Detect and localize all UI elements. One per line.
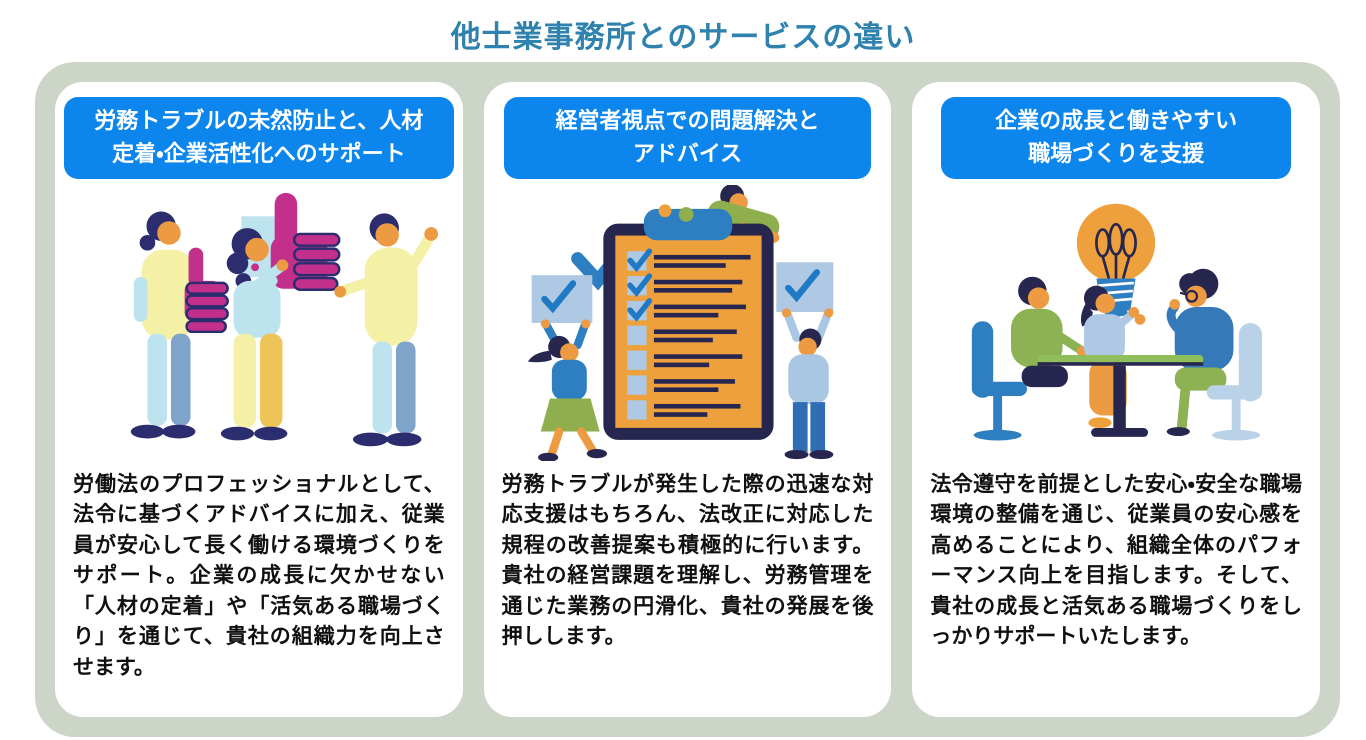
card-3-header-line1: 企業の成長と働きやすい bbox=[995, 109, 1238, 134]
card-2-header-line2: アドバイス bbox=[632, 142, 743, 167]
card-1-header-line2: 定着・企業活性化へのサポート bbox=[112, 142, 406, 167]
card-1-body: 労働法のプロフェッショナルとして、法令に基づくアドバイスに加え、従業員が安心して… bbox=[73, 472, 445, 679]
checklist-review-svg bbox=[527, 185, 833, 461]
thumbs-up-team-illustration bbox=[55, 179, 463, 467]
card-3-header: 企業の成長と働きやすい 職場づくりを支援 bbox=[940, 97, 1292, 179]
card-3-header-line2: 職場づくりを支援 bbox=[1028, 142, 1205, 167]
card-2-body: 労務トラブルが発生した際の迅速な対応支援はもちろん、法改正に対応した規程の改善提… bbox=[501, 472, 874, 649]
card-2-header: 経営者視点での問題解決と アドバイス bbox=[504, 97, 871, 179]
page-title: 他士業事務所とのサービスの違い bbox=[450, 20, 916, 55]
meeting-idea-svg bbox=[971, 203, 1263, 441]
card-1-header-line1: 労務トラブルの未然防止と、人材 bbox=[94, 109, 424, 134]
service-card-workplace-support: 企業の成長と働きやすい 職場づくりを支援 bbox=[912, 82, 1321, 717]
card-1-header: 労務トラブルの未然防止と、人材 定着・企業活性化へのサポート bbox=[64, 97, 454, 179]
checklist-review-illustration bbox=[484, 179, 892, 467]
card-2-header-line1: 経営者視点での問題解決と bbox=[555, 109, 820, 134]
card-3-body: 法令遵守を前提とした安心・安全な職場環境の整備を通じ、従業員の安心感を高めること… bbox=[930, 472, 1303, 649]
thumbs-up-team-svg bbox=[130, 192, 438, 447]
services-comparison-panel: 労務トラブルの未然防止と、人材 定着・企業活性化へのサポート bbox=[35, 62, 1340, 737]
meeting-idea-illustration bbox=[912, 179, 1320, 467]
service-card-labor-trouble-prevention: 労務トラブルの未然防止と、人材 定着・企業活性化へのサポート bbox=[55, 82, 463, 717]
service-card-management-advice: 経営者視点での問題解決と アドバイス bbox=[483, 82, 892, 717]
